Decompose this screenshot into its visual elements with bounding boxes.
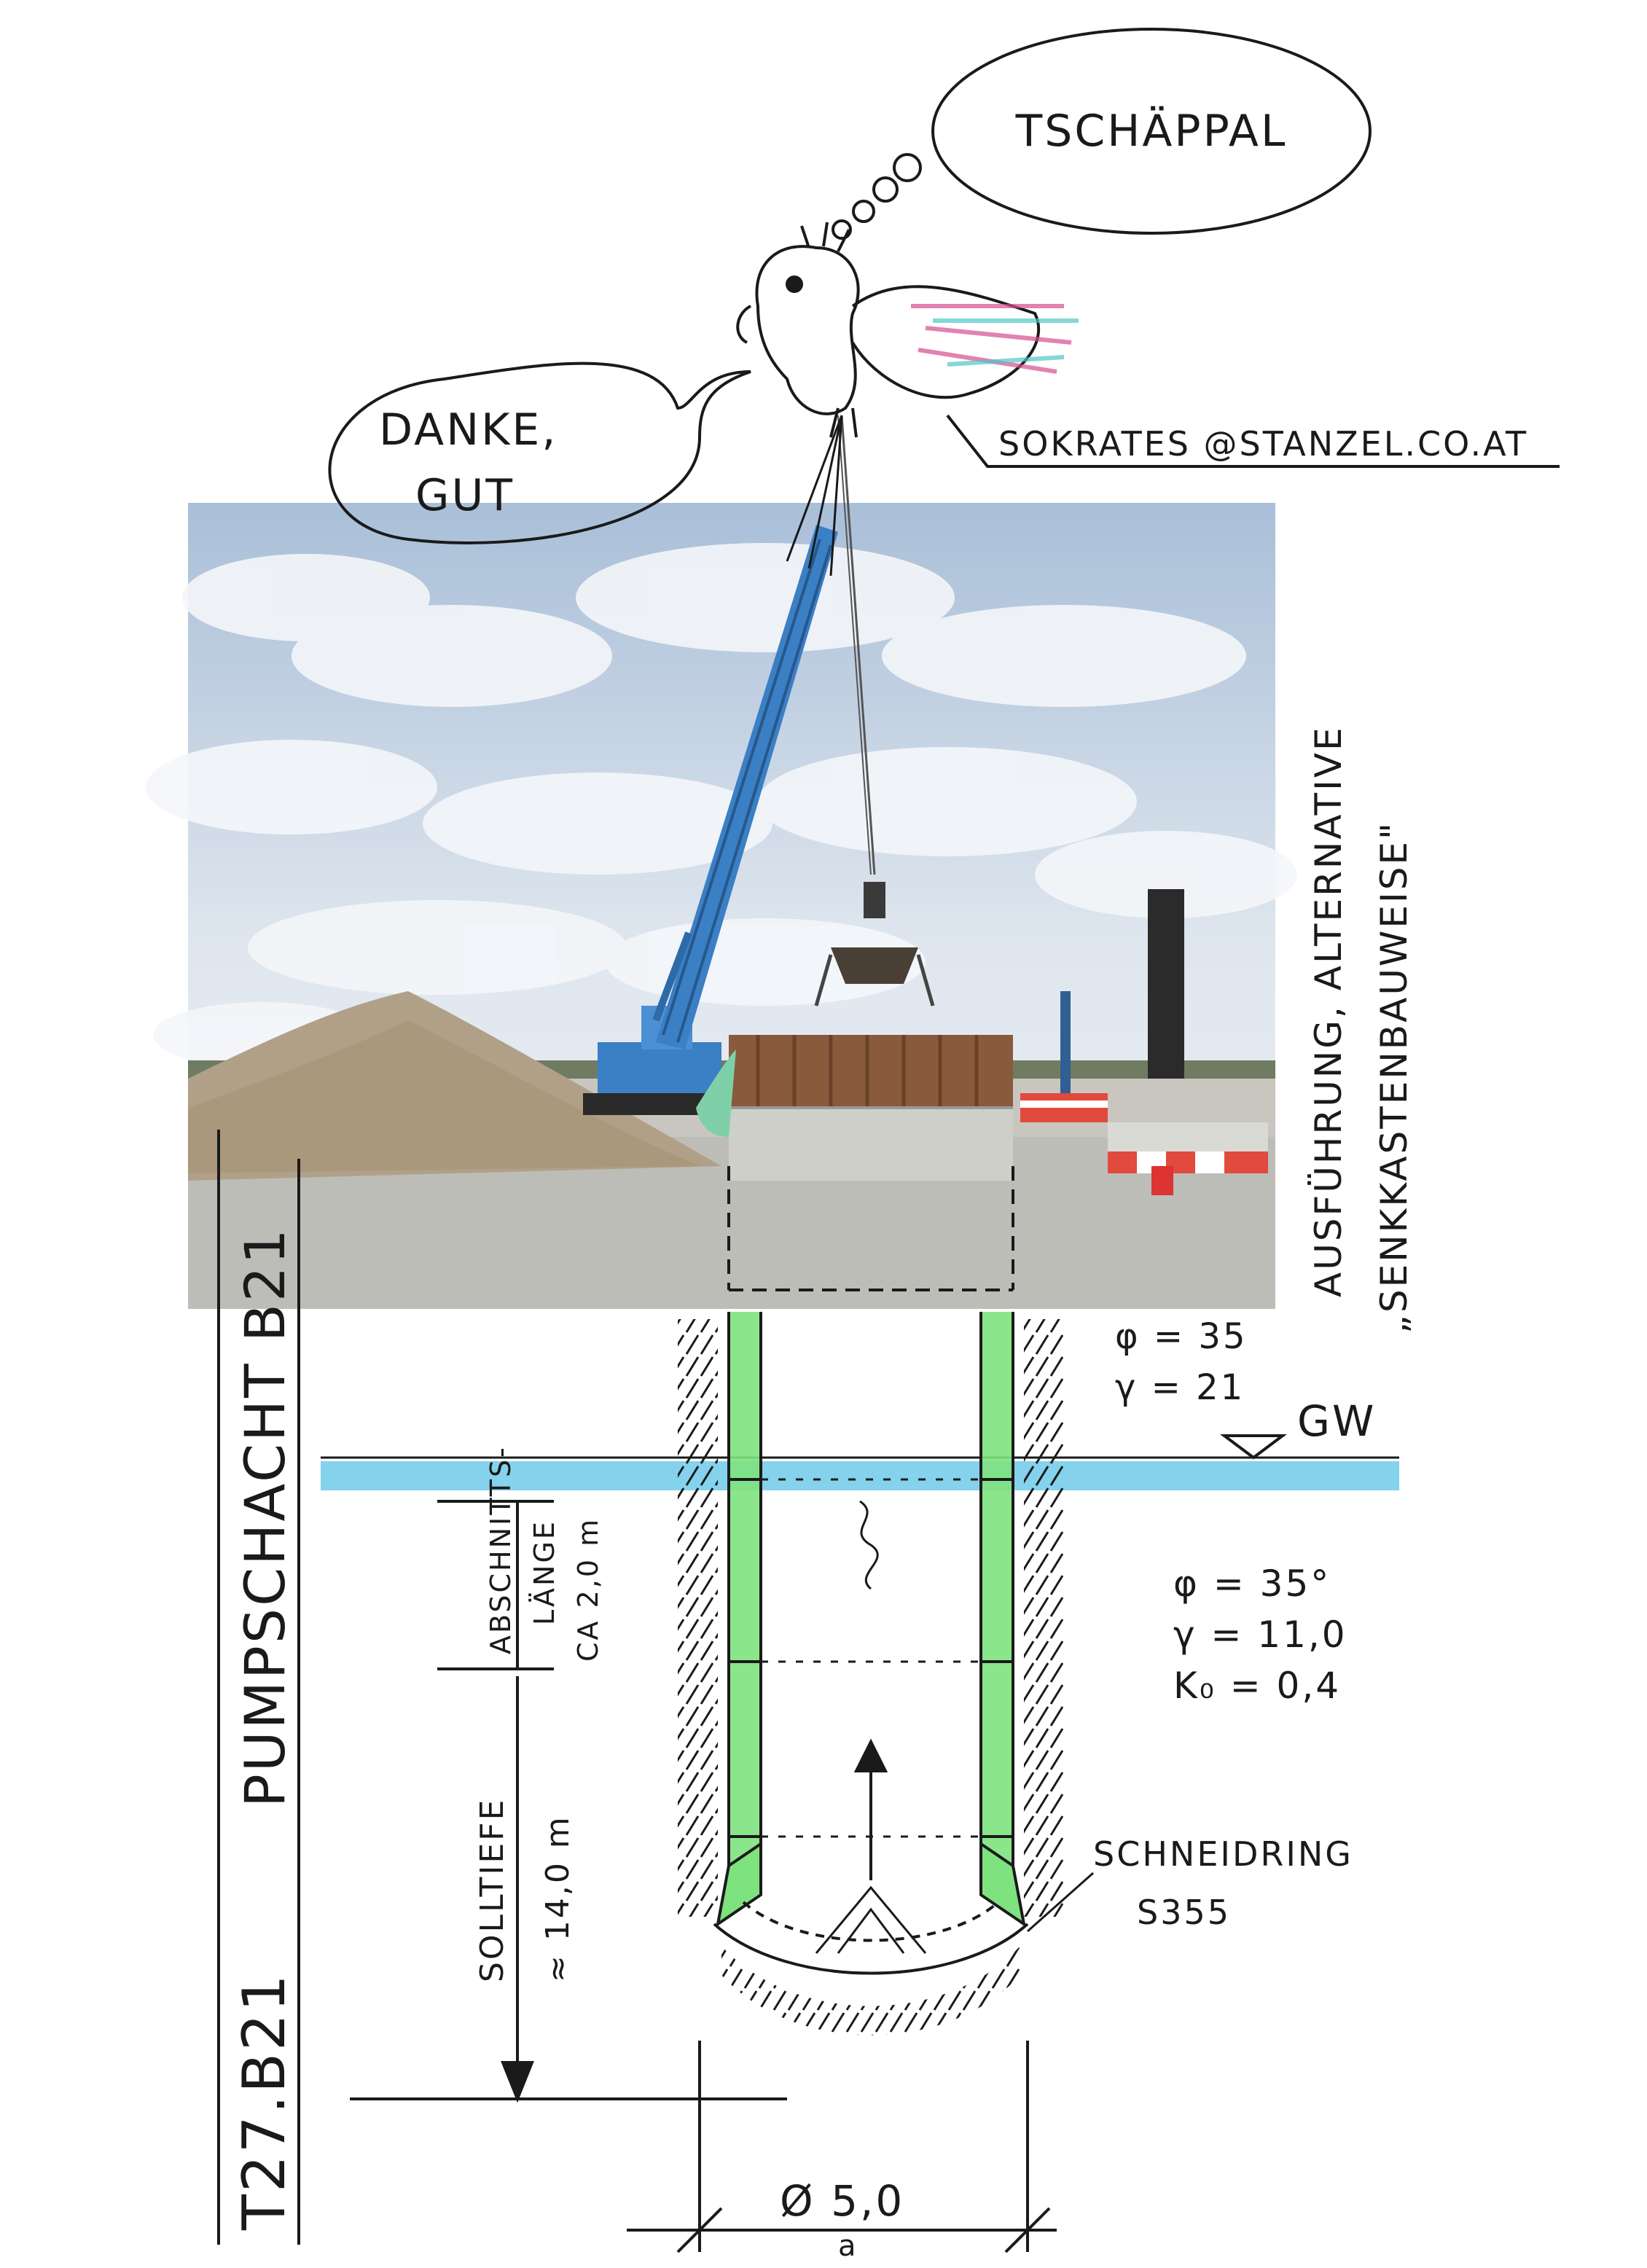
site-photo [146, 415, 1297, 1309]
segment-line-1: ABSCHNITTS- [485, 1445, 517, 1654]
shaft-section [713, 1166, 1029, 1975]
side-note-line-1: AUSFÜHRUNG, ALTERNATIVE [1307, 725, 1350, 1297]
side-note-line-2: „SENKKASTENBAUWEISE" [1373, 821, 1415, 1334]
thought-bubble [832, 28, 1372, 240]
bird-sketch-icon [736, 222, 1079, 438]
soil-upper-phi: φ = 35 [1115, 1316, 1247, 1357]
groundwater-line [321, 1456, 1399, 1490]
title-code: T27.B21 [230, 1972, 298, 2231]
cutting-ring-line-1: SCHNEIDRING [1093, 1834, 1353, 1874]
email-text: SOKRATES @STANZEL.CO.AT [998, 424, 1528, 464]
dimension-lines [217, 1130, 1057, 2253]
speech-bubble [328, 361, 751, 544]
soil-lower-phi: φ = 35° [1173, 1563, 1331, 1605]
grab-bucket [814, 882, 935, 1006]
clouds [146, 543, 1297, 1068]
speech-line-1: DANKE, [379, 404, 558, 455]
gw-symbol [1220, 1434, 1287, 1460]
caisson-ring [729, 1035, 1013, 1181]
crane-ropes [786, 415, 843, 576]
soil-upper-gamma: γ = 21 [1115, 1367, 1245, 1408]
diameter-text: Ø 5,0 [780, 2176, 904, 2226]
soil-lower-gamma: γ = 11,0 [1173, 1614, 1347, 1656]
soil-lower-k0: K₀ = 0,4 [1173, 1665, 1341, 1707]
shaft-wall-left [729, 1312, 761, 1866]
segment-line-3: CA 2,0 m [572, 1517, 604, 1662]
cutting-ring-leader [1027, 1872, 1094, 1933]
depth-line-2: ≈ 14,0 m [539, 1815, 576, 1982]
soil-hatching [678, 1319, 1064, 2036]
shaft-wall-right [981, 1312, 1013, 1866]
depth-line-1: SOLLTIEFE [474, 1798, 511, 1982]
title-text: PUMPSCHACHT B21 [232, 1227, 297, 1807]
cutting-ring-line-2: S355 [1137, 1893, 1231, 1932]
gw-label: GW [1297, 1396, 1376, 1446]
thought-text: TSCHÄPPAL [1015, 105, 1288, 157]
email-underline [946, 414, 1560, 468]
speech-line-2: GUT [415, 470, 515, 521]
diameter-sub: a [838, 2229, 858, 2263]
segment-line-2: LÄNGE [528, 1520, 560, 1625]
crawler-crane [583, 525, 838, 1115]
